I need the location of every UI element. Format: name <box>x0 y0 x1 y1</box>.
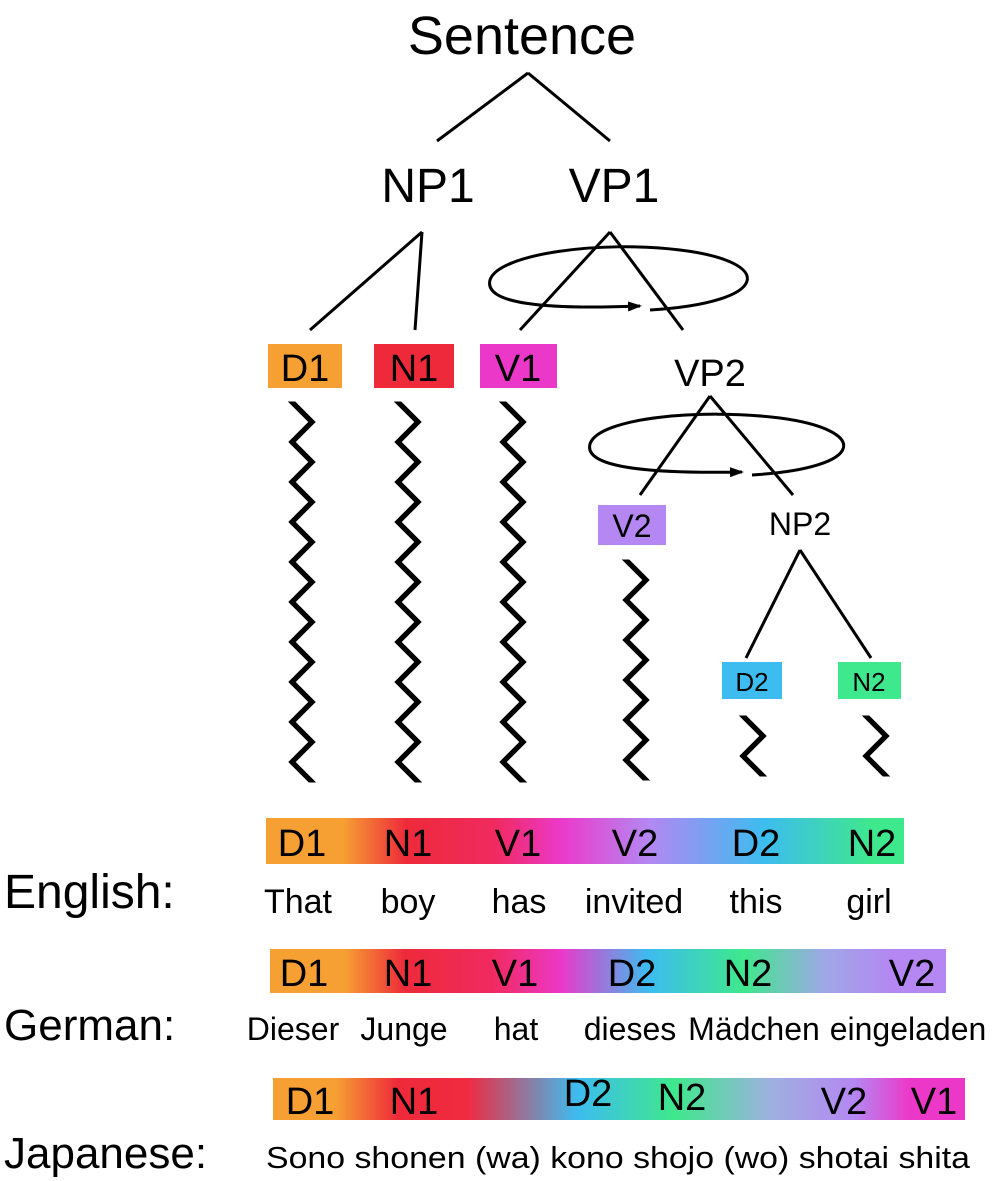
tag-v2-label: V2 <box>612 508 651 544</box>
edge-sentence-vp1 <box>527 71 611 143</box>
wiggle-d2 <box>738 715 768 777</box>
word-german-3: hat <box>494 1011 539 1047</box>
node-sentence: Sentence <box>408 6 636 66</box>
word-german-2: Junge <box>360 1011 447 1047</box>
tag-d1-label: D1 <box>281 348 330 390</box>
movement-loop-vp1 <box>488 245 749 312</box>
word-german-6: eingeladen <box>830 1011 987 1047</box>
tree-edges <box>309 71 873 659</box>
node-vp1: VP1 <box>569 160 660 213</box>
language-row-english: D1 N1 V1 V2 D2 N2 English: That boy has … <box>4 818 904 921</box>
order-tag-japanese-5: V2 <box>821 1081 867 1123</box>
language-row-german: D1 N1 V1 D2 N2 V2 German: Dieser Junge h… <box>4 949 986 1050</box>
tag-d2-box <box>722 662 782 699</box>
order-bar-english <box>266 818 904 864</box>
tag-d2-label: D2 <box>735 667 768 697</box>
order-bar-japanese <box>273 1078 965 1120</box>
word-english-2: boy <box>381 883 436 921</box>
word-english-1: That <box>264 883 333 921</box>
order-tag-german-1: D1 <box>280 953 329 995</box>
language-label-german: German: <box>4 1001 175 1050</box>
order-tag-japanese-4: N2 <box>658 1077 707 1119</box>
word-english-5: this <box>730 883 783 921</box>
order-tag-japanese-1: D1 <box>286 1081 335 1123</box>
order-tag-japanese-2: N1 <box>390 1081 439 1123</box>
wiggles <box>287 401 891 783</box>
word-german-4: dieses <box>584 1011 677 1047</box>
language-label-japanese: Japanese: <box>4 1129 207 1178</box>
tag-n2-label: N2 <box>852 667 885 697</box>
edge-np2-d2 <box>744 549 802 659</box>
edge-vp1-vp2 <box>608 231 685 331</box>
tag-v2-box <box>598 505 666 545</box>
wiggle-n2 <box>861 715 891 777</box>
edge-vp2-np2 <box>708 395 795 496</box>
tag-n1-label: N1 <box>390 348 439 390</box>
node-np1: NP1 <box>381 160 474 213</box>
node-vp2: VP2 <box>674 353 746 395</box>
edge-sentence-np1 <box>436 71 529 143</box>
order-bar-german <box>270 949 946 993</box>
order-tag-english-3: V1 <box>495 823 541 865</box>
order-tag-german-2: N1 <box>384 953 433 995</box>
order-tag-german-4: D2 <box>608 953 657 995</box>
tag-v1-label: V1 <box>495 348 541 390</box>
edge-np1-n1 <box>413 231 424 331</box>
tag-d1-box <box>268 344 342 388</box>
tag-d1: D1 <box>268 344 342 390</box>
order-tag-german-3: V1 <box>492 953 538 995</box>
edge-np2-n2 <box>798 549 873 659</box>
tag-d2: D2 <box>722 662 782 699</box>
tag-n1: N1 <box>374 344 454 390</box>
wiggle-v2 <box>621 559 651 781</box>
language-label-english: English: <box>4 866 175 919</box>
edge-vp2-v2 <box>638 395 712 496</box>
order-tag-english-5: D2 <box>732 823 781 865</box>
order-tag-english-2: N1 <box>384 823 433 865</box>
tag-v2: V2 <box>598 505 666 545</box>
word-german-5: Mädchen <box>688 1011 820 1047</box>
wiggle-n1 <box>393 401 423 783</box>
node-np2: NP2 <box>769 506 831 542</box>
order-tag-japanese-6: V1 <box>911 1081 957 1123</box>
tag-n2: N2 <box>838 662 901 699</box>
word-english-4: invited <box>585 883 683 921</box>
order-tag-japanese-3: D2 <box>564 1073 613 1115</box>
edge-np1-d1 <box>309 230 423 332</box>
tag-n2-box <box>838 662 901 699</box>
tag-v1-box <box>480 344 557 388</box>
tag-n1-box <box>374 344 454 388</box>
wiggle-v1 <box>498 401 528 783</box>
order-tag-english-4: V2 <box>612 823 658 865</box>
movement-loop-vp2 <box>588 412 845 478</box>
tag-v1: V1 <box>480 344 557 390</box>
word-english-3: has <box>492 883 547 921</box>
wiggle-d1 <box>287 401 317 783</box>
order-tag-english-1: D1 <box>278 823 327 865</box>
word-german-1: Dieser <box>247 1011 340 1047</box>
order-tag-german-6: V2 <box>889 953 935 995</box>
sentence-japanese: Sono shonen (wa) kono shojo (wo) shotai … <box>266 1140 971 1175</box>
language-row-japanese: D1 N1 D2 N2 V2 V1 Japanese: Sono shonen … <box>4 1073 971 1178</box>
order-tag-german-5: N2 <box>724 953 773 995</box>
order-tag-english-6: N2 <box>848 823 897 865</box>
word-english-6: girl <box>846 883 891 921</box>
